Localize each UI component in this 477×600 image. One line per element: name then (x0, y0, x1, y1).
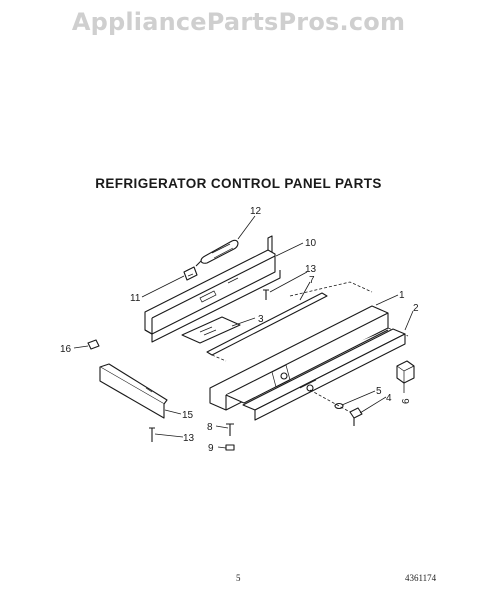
part-13-screw-top (263, 289, 269, 300)
part-11-control (183, 266, 198, 281)
part-8-screw (226, 423, 234, 436)
document-code: 4361174 (405, 573, 437, 583)
callout-12: 12 (250, 206, 262, 217)
callout-7: 7 (309, 275, 315, 286)
part-13-screw-lower (149, 427, 155, 442)
callout-11: 11 (130, 293, 141, 304)
callout-8: 8 (207, 422, 213, 433)
part-4-screw (309, 389, 363, 426)
page-number: 5 (236, 573, 241, 583)
part-5-washer (334, 402, 344, 410)
callout-6: 6 (401, 398, 412, 404)
callout-13-lower: 13 (183, 433, 195, 444)
part-6-block (396, 360, 415, 384)
callout-15: 15 (182, 410, 194, 421)
part-1-housing (209, 281, 409, 411)
part-7-strip (206, 292, 328, 362)
callout-13-top: 13 (305, 264, 317, 275)
callout-4: 4 (386, 393, 392, 404)
callout-1: 1 (399, 290, 405, 301)
watermark: AppliancePartsPros.com (71, 8, 406, 36)
leader-lines (73, 215, 414, 449)
callout-16: 16 (60, 344, 72, 355)
callout-5: 5 (376, 386, 382, 397)
diagram-title: REFRIGERATOR CONTROL PANEL PARTS (95, 176, 382, 191)
part-16-clip (87, 339, 100, 350)
part-12-bulb (195, 239, 239, 267)
part-3-plate (181, 316, 241, 344)
callout-10: 10 (305, 238, 317, 249)
callout-3: 3 (258, 314, 264, 325)
part-15-bracket (99, 363, 168, 419)
callout-9: 9 (208, 443, 214, 454)
part-10-bracket (144, 235, 281, 343)
callout-2: 2 (413, 303, 419, 314)
part-2-trim (242, 328, 406, 421)
part-9-nut (225, 444, 235, 451)
